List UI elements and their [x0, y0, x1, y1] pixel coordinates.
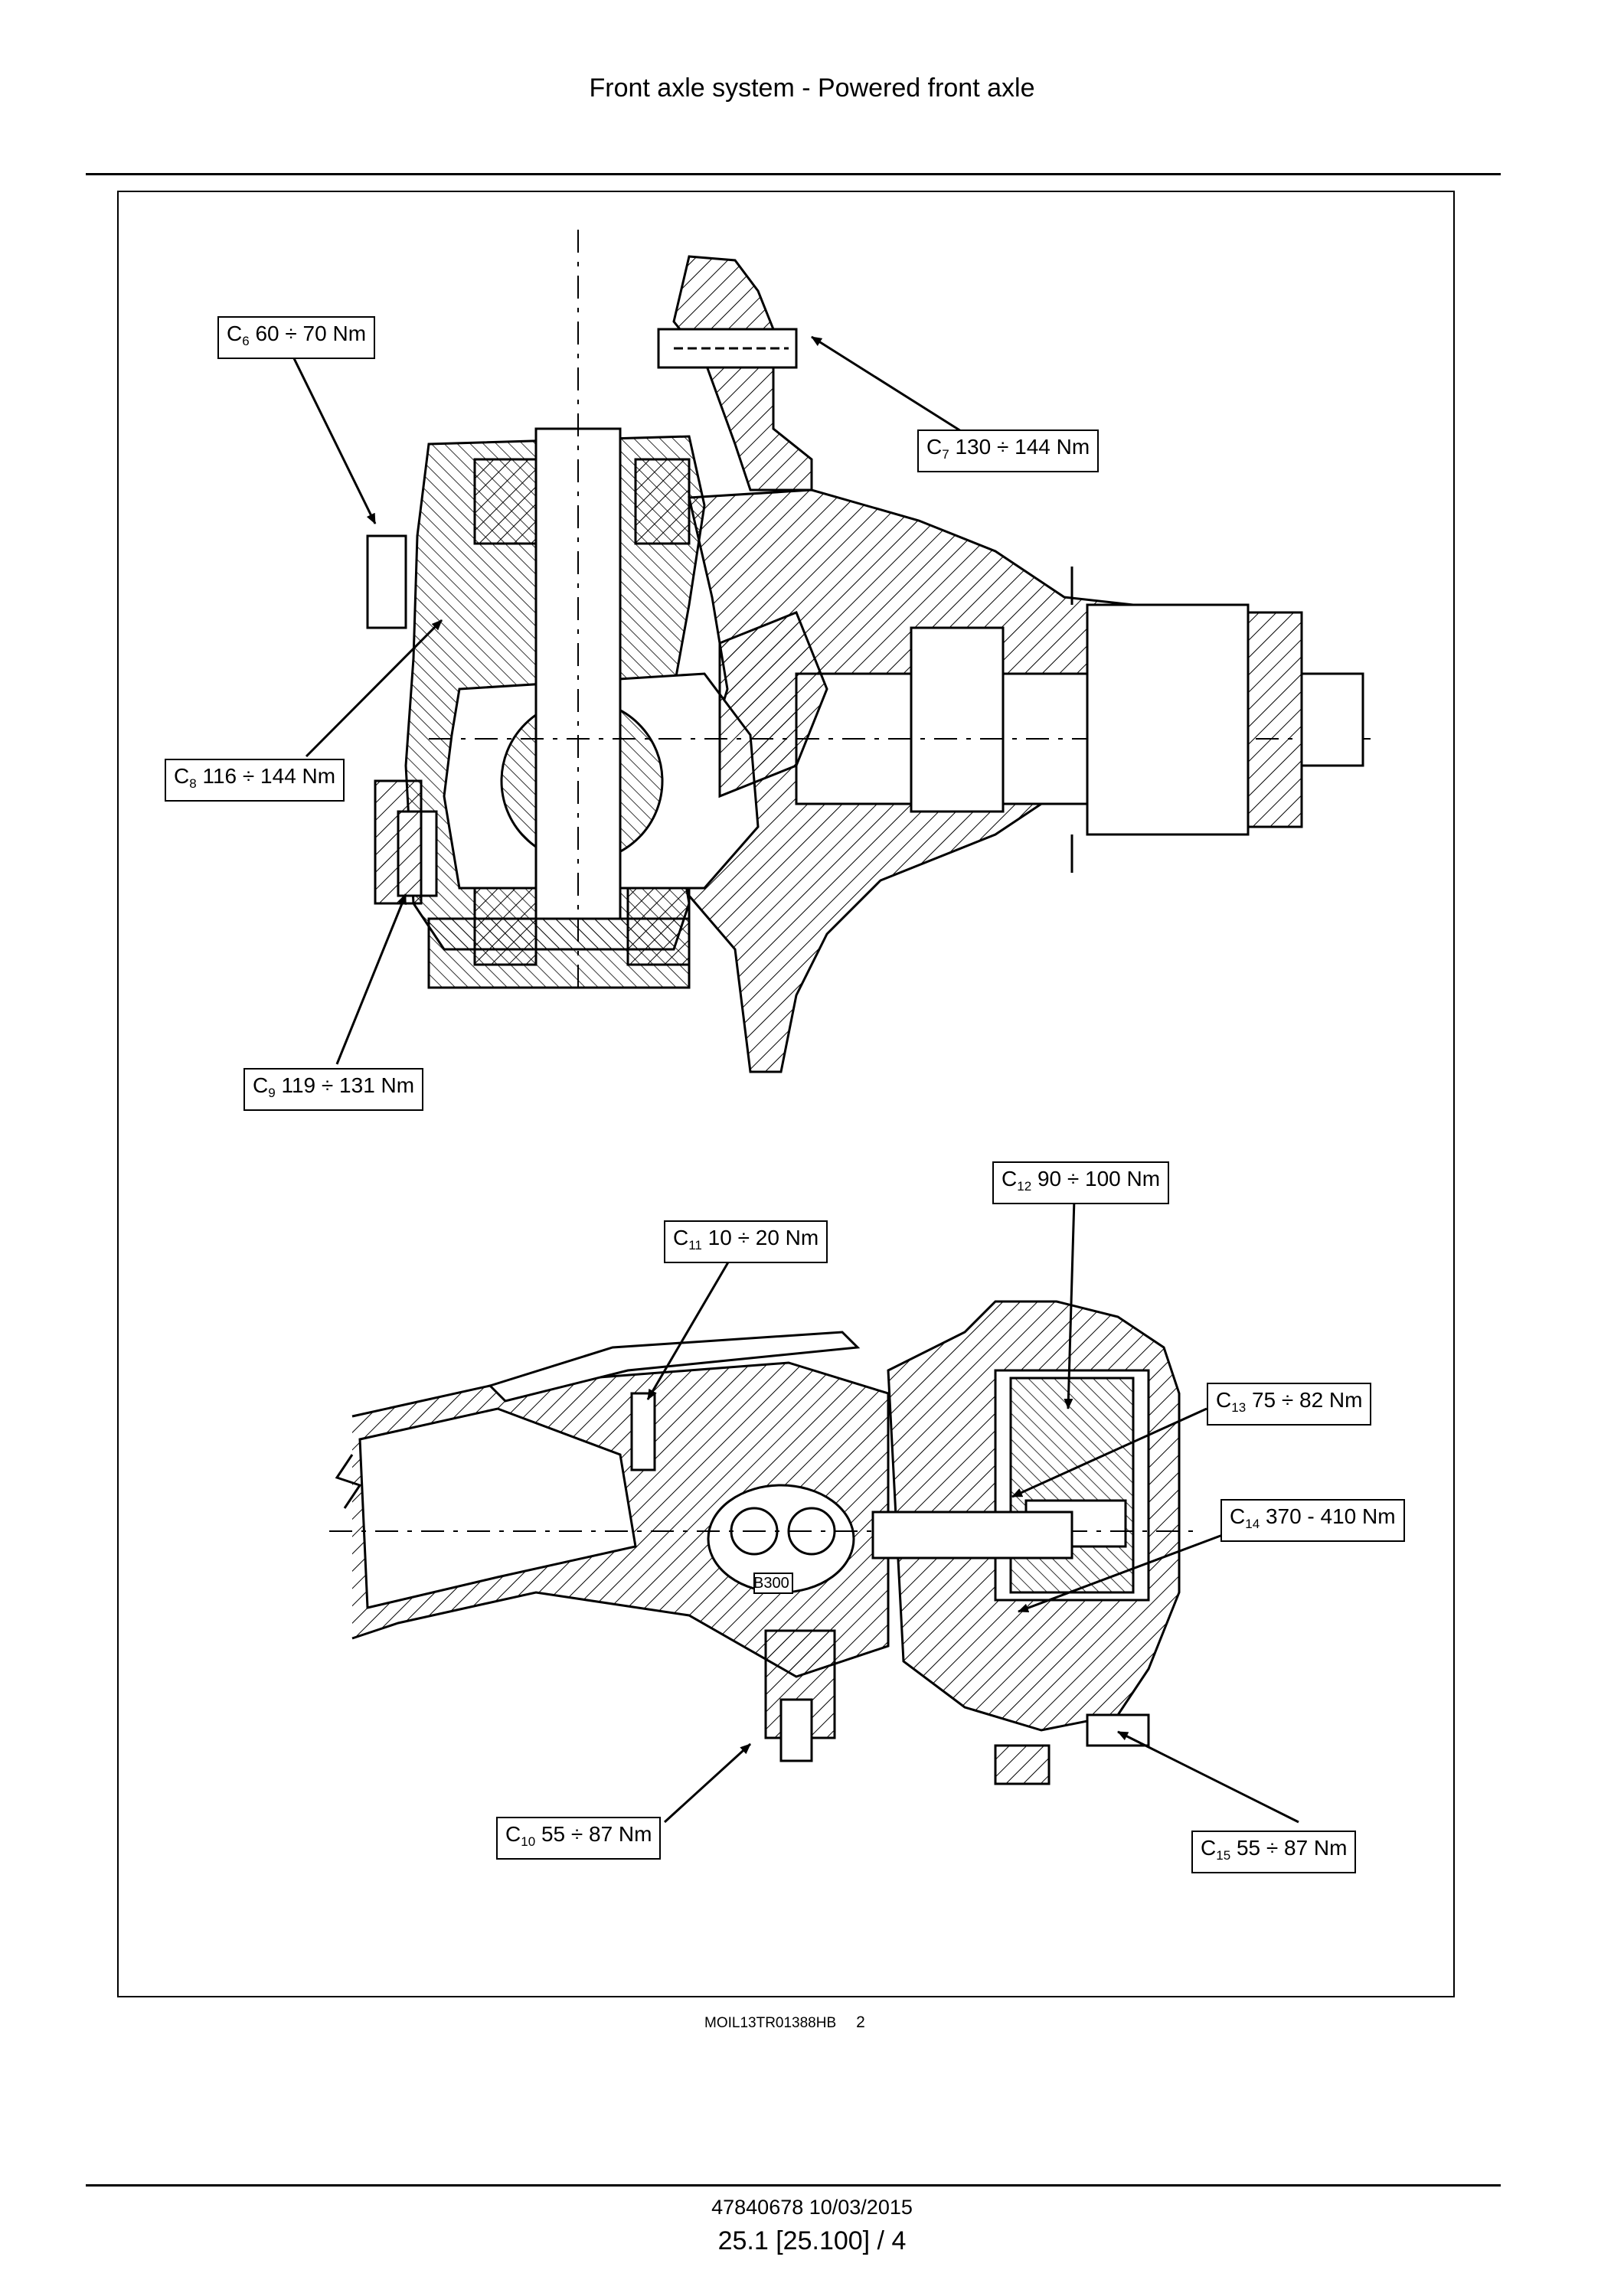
- figure-frame: [117, 191, 1455, 1997]
- torque-callout-c9: C9 119 ÷ 131 Nm: [243, 1068, 424, 1111]
- footer-rule: [86, 2184, 1501, 2187]
- torque-callout-c13: C13 75 ÷ 82 Nm: [1207, 1383, 1372, 1426]
- leader-lines: [289, 335, 1299, 1824]
- figure-caption: MOIL13TR01388HB 2: [704, 2013, 865, 2032]
- torque-callout-c7: C7 130 ÷ 144 Nm: [917, 429, 1100, 472]
- torque-callout-c10: C10 55 ÷ 87 Nm: [496, 1817, 662, 1860]
- page-title: Front axle system - Powered front axle: [589, 73, 1035, 103]
- page-reference: 25.1 [25.100] / 4: [717, 2226, 907, 2255]
- figure-number: 2: [856, 2013, 865, 2031]
- torque-callout-c15: C15 55 ÷ 87 Nm: [1191, 1831, 1357, 1873]
- final-drive-section-view: [329, 1300, 1194, 1785]
- part-label-b300: B300: [753, 1575, 789, 1592]
- torque-callout-c11: C11 10 ÷ 20 Nm: [664, 1220, 828, 1263]
- differential-section-view: [366, 230, 1378, 1073]
- document-number: 47840678 10/03/2015: [711, 2196, 913, 2219]
- torque-callout-c14: C14 370 - 410 Nm: [1220, 1499, 1405, 1542]
- torque-callout-c8: C8 116 ÷ 144 Nm: [165, 759, 345, 802]
- header-rule: [86, 173, 1501, 175]
- figure-id: MOIL13TR01388HB: [704, 2015, 837, 2031]
- torque-callout-c12: C12 90 ÷ 100 Nm: [992, 1161, 1170, 1204]
- torque-callout-c6: C6 60 ÷ 70 Nm: [217, 316, 376, 359]
